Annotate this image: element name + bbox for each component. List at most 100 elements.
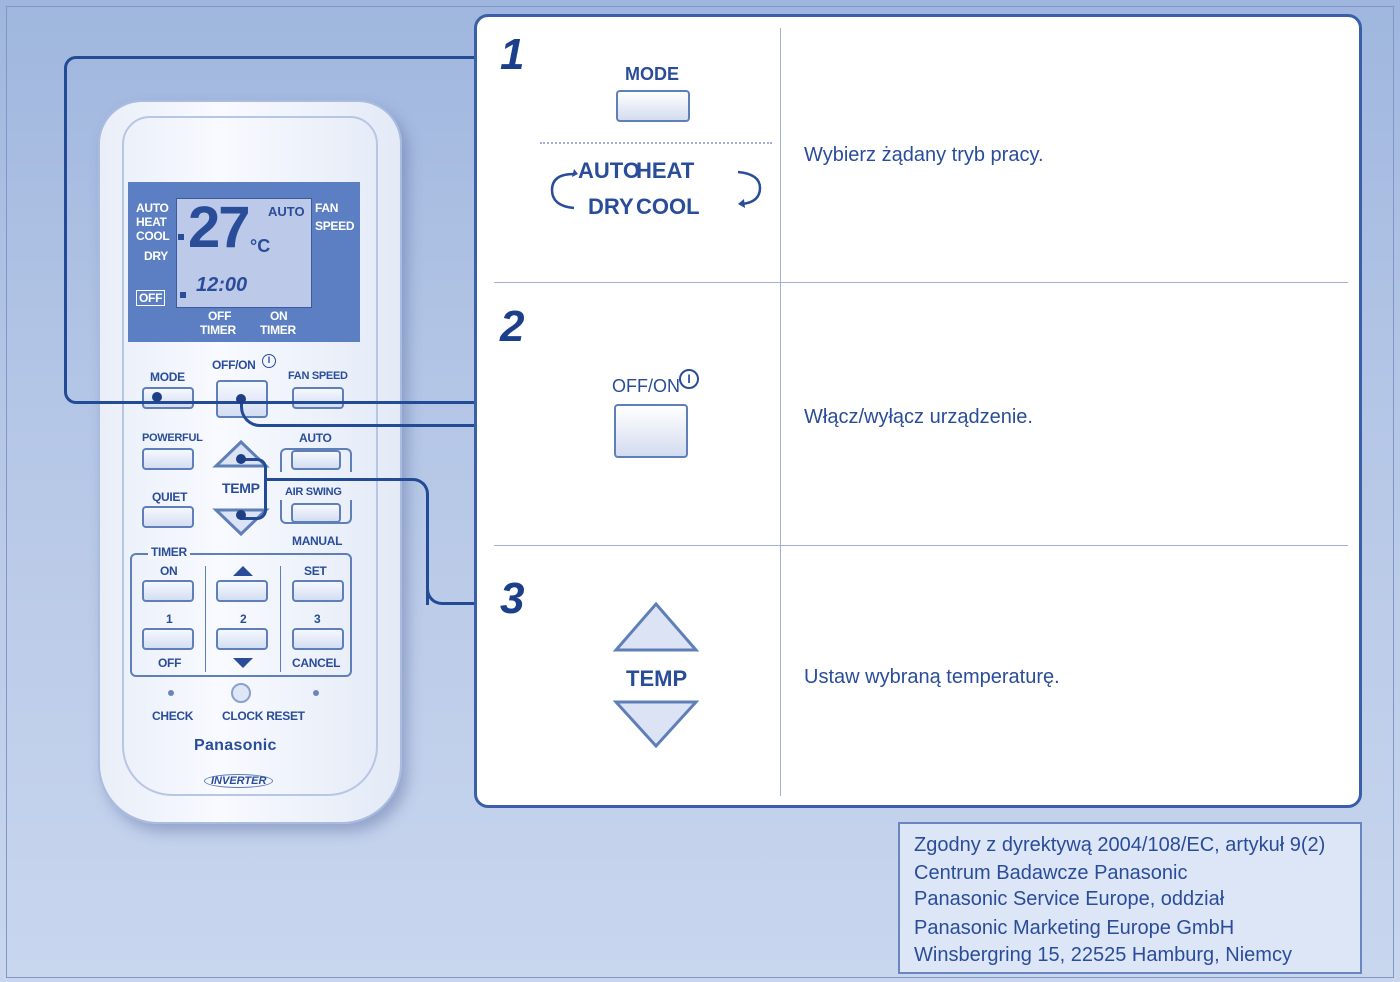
timer-off-label: OFF: [158, 656, 182, 670]
clock-reset-label: CLOCK RESET: [222, 709, 305, 723]
air-swing-button[interactable]: [291, 503, 341, 523]
lcd-timer-indicator: [180, 292, 186, 298]
auto-bracket: [280, 448, 352, 472]
step-1-number: 1: [500, 30, 525, 79]
lcd-clock: 12:00: [196, 274, 248, 296]
lcd-unit: °C: [250, 236, 271, 256]
mode-cycle-dry: DRY: [588, 194, 634, 219]
auto-label: AUTO: [299, 431, 332, 445]
clock-reset-button[interactable]: [231, 683, 251, 703]
power-icon: I: [262, 354, 276, 368]
off-on-label: OFF/ON: [212, 358, 256, 372]
timer-2-label: 2: [240, 612, 247, 626]
connector-offon: [240, 398, 477, 427]
connector-temp-2: [426, 584, 477, 605]
mode-label: MODE: [150, 370, 185, 384]
lcd-mode-auto: AUTO: [136, 201, 169, 215]
step-2-number: 2: [500, 302, 525, 351]
timer-1-label: 1: [166, 612, 173, 626]
compliance-line-4: Panasonic Marketing Europe GmbH: [914, 917, 1235, 939]
lcd-mode-heat: HEAT: [136, 215, 167, 229]
powerful-button[interactable]: [142, 448, 194, 470]
step-2-button-label: OFF/ON: [612, 376, 680, 396]
lcd-on-timer-top: ON: [270, 309, 288, 323]
compliance-line-2: Centrum Badawcze Panasonic: [914, 862, 1188, 884]
lcd-on-timer-bottom: TIMER: [260, 323, 296, 337]
timer-3-label: 3: [314, 612, 321, 626]
lcd-screen: [176, 198, 312, 308]
step-1-dotted-divider: [540, 142, 772, 144]
panel-column-divider: [780, 28, 781, 796]
lcd-mode-indicator: [178, 234, 184, 240]
compliance-line-1: Zgodny z dyrektywą 2004/108/EC, artykuł …: [914, 834, 1326, 856]
step-2-off-on-button[interactable]: [614, 404, 688, 458]
fan-speed-label: FAN SPEED: [288, 370, 348, 382]
lcd-speed-label: SPEED: [315, 219, 355, 233]
timer-group: [130, 553, 352, 677]
step-1-description: Wybierz żądany tryb pracy.: [804, 144, 1044, 166]
step-3-number: 3: [500, 574, 525, 623]
timer-set-label: SET: [304, 564, 327, 578]
step-3-temp-up-button[interactable]: [610, 600, 702, 656]
temp-label: TEMP: [222, 480, 260, 496]
step-3-temp-down-button[interactable]: [610, 696, 702, 752]
lcd-mode-dry: DRY: [144, 249, 168, 263]
lcd-temperature: 27: [188, 195, 250, 260]
indicator-hole: [313, 690, 319, 696]
cycle-arrow-left-icon: [550, 169, 578, 210]
arrow-up-icon: [233, 566, 253, 576]
compliance-box: [898, 822, 1362, 974]
quiet-button[interactable]: [142, 506, 194, 528]
air-swing-label: AIR SWING: [285, 486, 342, 498]
connector-temp-dot-down: [236, 510, 246, 520]
arrow-down-icon: [233, 658, 253, 668]
step-2-description: Włącz/wyłącz urządzenie.: [804, 406, 1033, 428]
connector-mode: [64, 56, 477, 404]
timer-divider-left: [205, 566, 206, 672]
timer-3-button[interactable]: [292, 628, 344, 650]
mode-cycle-heat: HEAT: [636, 158, 695, 183]
lcd-mode-cool: COOL: [136, 229, 170, 243]
panel-row-divider-2: [494, 545, 1348, 546]
step-3-button-label: TEMP: [626, 666, 688, 691]
page-frame: [6, 6, 1394, 978]
lcd-fan-label: FAN: [315, 201, 339, 215]
remote-inner-outline: [122, 116, 378, 796]
brand-logo: Panasonic: [194, 737, 277, 754]
compliance-line-3: Panasonic Service Europe, oddział: [914, 888, 1225, 910]
step-1-mode-button[interactable]: [616, 90, 690, 122]
auto-button[interactable]: [291, 450, 341, 470]
quiet-label: QUIET: [152, 490, 188, 504]
check-hole[interactable]: [168, 690, 174, 696]
connector-mode-dot: [152, 392, 162, 402]
timer-up-button[interactable]: [216, 580, 268, 602]
timer-1-button[interactable]: [142, 628, 194, 650]
step-1-button-label: MODE: [625, 64, 679, 84]
power-icon-large: I: [679, 369, 699, 389]
lcd-off-timer-top: OFF: [208, 309, 232, 323]
timer-set-button[interactable]: [292, 580, 344, 602]
panel-row-divider-1: [494, 282, 1348, 283]
connector-temp-1: [264, 478, 429, 605]
timer-2-button[interactable]: [216, 628, 268, 650]
timer-on-button[interactable]: [142, 580, 194, 602]
inverter-logo: INVERTER: [204, 774, 274, 788]
lcd-off-timer-bottom: TIMER: [200, 323, 236, 337]
timer-divider-right: [280, 566, 281, 672]
check-label: CHECK: [152, 709, 194, 723]
timer-on-label: ON: [160, 564, 178, 578]
mode-cycle-cool: COOL: [636, 194, 700, 219]
connector-temp-dot-up: [236, 454, 246, 464]
air-swing-bracket: [280, 500, 352, 524]
powerful-label: POWERFUL: [142, 432, 203, 444]
lcd-fan-auto: AUTO: [268, 204, 305, 219]
timer-cancel-label: CANCEL: [292, 656, 341, 670]
mode-cycle-auto: AUTO: [578, 158, 640, 183]
connector-offon-dot: [236, 394, 246, 404]
timer-label: TIMER: [148, 545, 190, 559]
manual-label: MANUAL: [292, 534, 343, 548]
compliance-line-5: Winsbergring 15, 22525 Hamburg, Niemcy: [914, 944, 1292, 966]
step-3-description: Ustaw wybraną temperaturę.: [804, 666, 1060, 688]
cycle-arrow-right-icon: [737, 170, 762, 208]
lcd-off-indicator: OFF: [136, 290, 166, 306]
